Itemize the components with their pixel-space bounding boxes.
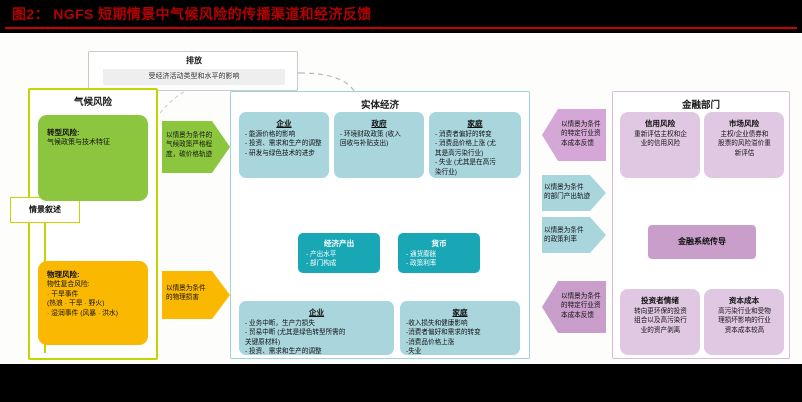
credit-risk-body: 重新评估主权和企 业的信用风险 — [634, 131, 687, 148]
diagram-canvas: 排放 受经济活动类型和水平的影响 气候风险 情景叙述 转型风险: 气候政策与技术… — [0, 33, 802, 364]
arrow-financial-feedback-bottom: 以情景为条件 的特定行业资 本成本反馈 — [542, 281, 606, 333]
households-bottom-header: 家庭 — [452, 308, 468, 317]
physical-risk-body: 物性复合风险: · 干旱事件 (热浪 · 干旱 · 野火) · 湿润事件 (风暴… — [47, 281, 118, 317]
arrow-shape-right-green — [162, 121, 230, 173]
arrow-shape-right-teal-1 — [542, 175, 606, 211]
physical-risk-card: 物理风险: 物性复合风险: · 干旱事件 (热浪 · 干旱 · 野火) · 湿润… — [38, 261, 148, 345]
physical-risk-header: 物理风险: — [47, 270, 80, 279]
investor-sentiment-body: 转向更环保的投资 组合以及高污染行 业的资产剥离 — [634, 308, 687, 334]
arrow-sector-output-label: 以情景为条件 的部门产出轨迹 — [544, 184, 591, 201]
real-economy-firms-bottom: 企业 - 业务中断，生产力损失 - 贸易中断 (尤其是绿色转型所需的 关键原材料… — [239, 301, 394, 355]
money-body: - 通货膨胀 - 政策利率 — [406, 251, 437, 268]
cost-of-capital-body: 高污染行业和受物 理损坏影响的行业 资本成本较高 — [718, 308, 771, 334]
emissions-subtitle: 受经济活动类型和水平的影响 — [103, 69, 285, 85]
figure-title-bar: 图2： NGFS 短期情景中气候风险的传播渠道和经济反馈 — [0, 0, 802, 33]
firms-top-body: - 能源价格的影响 - 投资、需求和生产的调整 - 研发与绿色技术的进步 — [245, 131, 322, 157]
arrow-physical-label: 以情景为条件 的物理损害 — [166, 285, 206, 302]
economic-output-card: 经济产出 - 产出水平 - 部门构成 — [298, 233, 380, 273]
real-economy-title: 实体经济 — [360, 100, 399, 111]
money-header: 货币 — [431, 239, 447, 248]
arrow-shape-right-teal-2 — [542, 217, 606, 253]
arrow-shape-left-purple-2 — [542, 281, 606, 333]
credit-risk-header: 信用风险 — [644, 119, 676, 128]
households-top-header: 家庭 — [467, 119, 483, 128]
real-economy-firms-top: 企业 - 能源价格的影响 - 投资、需求和生产的调整 - 研发与绿色技术的进步 — [239, 112, 329, 178]
arrow-sector-output-path: 以情景为条件 的部门产出轨迹 — [542, 175, 606, 211]
emissions-header: 排放 — [186, 56, 202, 65]
arrow-financial-feedback-top: 以情景为条件 的特定行业资 本成本反馈 — [542, 109, 606, 161]
cost-of-capital-card: 资本成本 高污染行业和受物 理损坏影响的行业 资本成本较高 — [704, 289, 784, 355]
real-economy-households-bottom: 家庭 -收入损失和健康影响 -消费者偏好和需求的转变 -消费品价格上涨 -失业 — [400, 301, 520, 355]
climate-risk-title: 气候风险 — [73, 97, 112, 108]
investor-sentiment-header: 投资者情绪 — [641, 296, 679, 305]
credit-risk-card: 信用风险 重新评估主权和企 业的信用风险 — [620, 112, 700, 178]
arrow-financial-feedback-top-label: 以情景为条件 的特定行业资 本成本反馈 — [561, 121, 601, 147]
households-bottom-body: -收入损失和健康影响 -消费者偏好和需求的转变 -消费品价格上涨 -失业 — [406, 320, 481, 356]
money-card: 货币 - 通货膨胀 - 政策利率 — [398, 233, 480, 273]
market-risk-header: 市场风险 — [728, 119, 760, 128]
arrow-shape-left-purple — [542, 109, 606, 161]
title-divider — [5, 27, 797, 29]
arrow-transition-label: 以情景为条件的 气候政策严格程 度，碳价格轨迹 — [166, 132, 213, 158]
scenario-narrative-label: 情景叙述 — [29, 205, 61, 214]
transition-risk-header: 转型风险: — [47, 128, 80, 137]
page-title: 图2： NGFS 短期情景中气候风险的传播渠道和经济反馈 — [12, 6, 372, 22]
market-risk-body: 主权/企业债券和 股票的风险溢价重 新评估 — [718, 131, 771, 157]
scenario-narrative-box: 情景叙述 — [10, 197, 80, 223]
financial-transmission-card: 金融系统传导 — [648, 225, 756, 259]
arrow-physical-damage: 以情景为条件 的物理损害 — [162, 271, 230, 319]
arrow-policy-rate: 以情景为条件 的政策利率 — [542, 217, 606, 253]
scenario-narrative-line — [44, 153, 46, 353]
arrow-policy-rate-label: 以情景为条件 的政策利率 — [544, 227, 584, 244]
emissions-box: 排放 受经济活动类型和水平的影响 — [88, 51, 298, 91]
real-economy-government: 政府 - 环境财政政策 (收入 回收与补贴支出) — [334, 112, 424, 178]
economic-output-header: 经济产出 — [323, 239, 355, 248]
economic-output-body: - 产出水平 - 部门构成 — [306, 251, 337, 268]
arrow-financial-feedback-bottom-label: 以情景为条件 的特定行业资 本成本反馈 — [561, 293, 601, 319]
households-top-body: - 消费者偏好的转变 - 消费品价格上涨 (尤 其是高污染行业) - 失业 (尤… — [435, 131, 496, 176]
financial-sector-title: 金融部门 — [681, 100, 720, 111]
firms-bottom-body: - 业务中断，生产力损失 - 贸易中断 (尤其是绿色转型所需的 关键原材料) -… — [245, 320, 346, 356]
investor-sentiment-card: 投资者情绪 转向更环保的投资 组合以及高污染行 业的资产剥离 — [620, 289, 700, 355]
government-body: - 环境财政政策 (收入 回收与补贴支出) — [340, 131, 401, 148]
transition-risk-body: 气候政策与技术特征 — [47, 139, 110, 146]
real-economy-households-top: 家庭 - 消费者偏好的转变 - 消费品价格上涨 (尤 其是高污染行业) - 失业… — [429, 112, 521, 178]
arrow-shape-right-orange — [162, 271, 230, 319]
firms-top-header: 企业 — [276, 119, 292, 128]
cost-of-capital-header: 资本成本 — [728, 296, 760, 305]
financial-transmission-label: 金融系统传导 — [678, 237, 726, 246]
market-risk-card: 市场风险 主权/企业债券和 股票的风险溢价重 新评估 — [704, 112, 784, 178]
government-header: 政府 — [371, 119, 387, 128]
arrow-transition-output: 以情景为条件的 气候政策严格程 度，碳价格轨迹 — [162, 121, 230, 173]
transition-risk-card: 转型风险: 气候政策与技术特征 — [38, 115, 148, 201]
firms-bottom-header: 企业 — [308, 308, 325, 317]
